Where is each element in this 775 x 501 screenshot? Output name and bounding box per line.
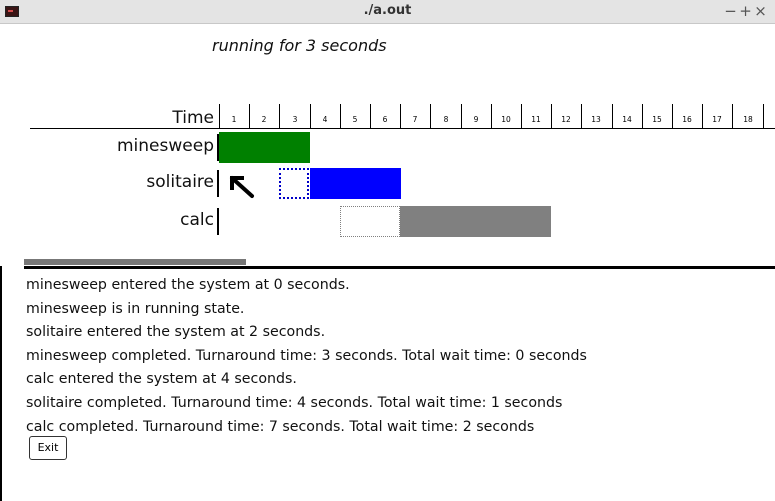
log-line: solitaire completed. Turnaround time: 4 …	[26, 394, 563, 411]
time-axis-tick-label: 10	[501, 115, 511, 124]
close-button[interactable]: ×	[754, 2, 769, 20]
running-status: running for 3 seconds	[212, 36, 387, 55]
time-axis-tick-label: 4	[322, 115, 328, 124]
time-axis-tick	[370, 104, 371, 128]
terminal-app-icon	[5, 6, 19, 17]
horizontal-scrollbar-thumb[interactable]	[24, 259, 246, 265]
process-run-bar	[219, 132, 310, 163]
process-row-axis	[217, 208, 219, 235]
time-axis-label: Time	[172, 108, 214, 128]
time-axis-tick	[551, 104, 552, 128]
pane-divider[interactable]	[24, 266, 775, 269]
process-run-bar	[400, 206, 551, 237]
time-axis-tick	[340, 104, 341, 128]
time-axis-tick-label: 15	[652, 115, 662, 124]
time-axis-tick-label: 1	[231, 115, 237, 124]
process-run-bar	[310, 168, 401, 199]
time-axis-tick-label: 12	[561, 115, 571, 124]
time-axis-tick	[672, 104, 673, 128]
log-line: minesweep entered the system at 0 second…	[26, 277, 350, 293]
event-log: minesweep entered the system at 0 second…	[26, 274, 771, 439]
log-line: calc entered the system at 4 seconds.	[26, 371, 297, 388]
time-axis-tick	[732, 104, 733, 128]
time-axis-tick	[461, 104, 462, 128]
time-axis-tick-label: 17	[712, 115, 722, 124]
time-axis-tick-label: 9	[473, 115, 479, 124]
time-axis-tick-label: 2	[261, 115, 267, 124]
minimize-button[interactable]: −	[724, 2, 739, 20]
process-label: minesweep	[117, 136, 214, 156]
time-axis-tick	[642, 104, 643, 128]
time-axis-tick	[249, 104, 250, 128]
time-axis-tick	[400, 104, 401, 128]
time-axis-tick-label: 7	[412, 115, 418, 124]
time-axis-tick-label: 14	[622, 115, 632, 124]
time-axis-tick	[521, 104, 522, 128]
time-axis-tick	[491, 104, 492, 128]
process-wait-segment	[340, 206, 400, 237]
time-axis-tick-label: 18	[743, 115, 753, 124]
time-axis-tick	[612, 104, 613, 128]
maximize-button[interactable]: +	[739, 2, 754, 20]
time-axis-tick	[279, 104, 280, 128]
log-line: minesweep completed. Turnaround time: 3 …	[26, 347, 587, 364]
time-axis-tick-label: 6	[382, 115, 388, 124]
time-axis-tick	[219, 104, 220, 128]
log-line: minesweep is in running state.	[26, 300, 245, 317]
log-line: solitaire entered the system at 2 second…	[26, 324, 326, 341]
process-label: solitaire	[146, 172, 214, 192]
time-axis-tick-label: 16	[682, 115, 692, 124]
process-label: calc	[180, 210, 214, 230]
process-row-axis	[217, 134, 219, 161]
window-titlebar[interactable]: ./a.out −+×	[0, 0, 775, 24]
time-axis-line	[30, 128, 775, 129]
time-axis-tick	[702, 104, 703, 128]
time-axis-tick-label: 3	[292, 115, 298, 124]
process-row-axis	[217, 170, 219, 197]
window-controls: −+×	[724, 2, 769, 20]
time-axis-tick	[430, 104, 431, 128]
time-axis-tick	[581, 104, 582, 128]
time-axis-tick	[310, 104, 311, 128]
log-line: calc completed. Turnaround time: 7 secon…	[26, 418, 535, 435]
time-axis-tick	[763, 104, 764, 128]
time-axis-tick-label: 13	[591, 115, 601, 124]
time-axis-tick-label: 5	[352, 115, 358, 124]
time-axis-tick-label: 11	[531, 115, 541, 124]
window-title: ./a.out	[363, 3, 412, 18]
exit-button[interactable]: Exit	[29, 436, 67, 460]
time-axis-tick-label: 8	[443, 115, 449, 124]
process-wait-segment	[279, 168, 309, 199]
mouse-pointer-icon	[230, 176, 254, 198]
